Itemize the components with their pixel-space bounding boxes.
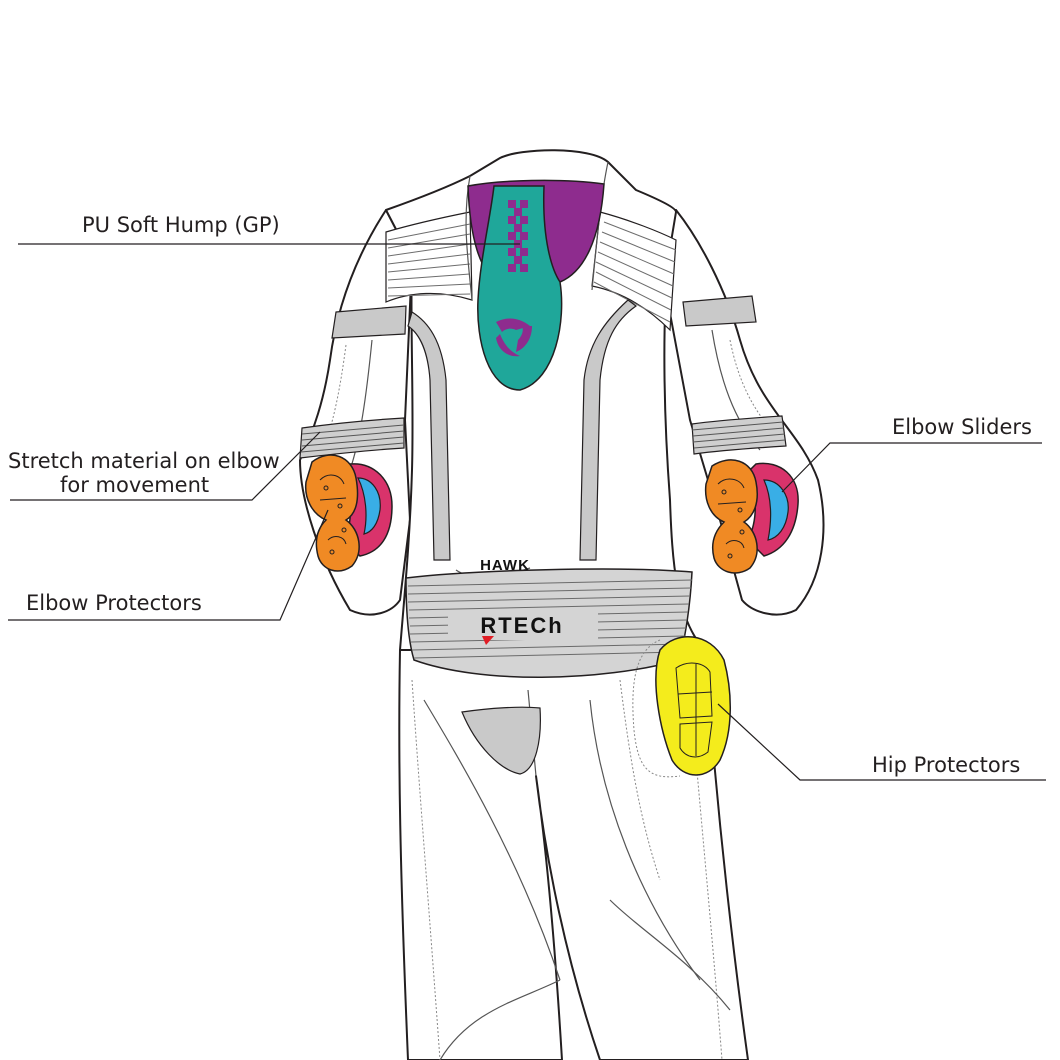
pu-soft-hump [467, 179, 605, 391]
leader-elbow-sliders [781, 442, 1042, 493]
label-hip-protectors: Hip Protectors [872, 753, 1020, 777]
label-stretch-material-line2: for movement [60, 473, 209, 497]
elbow-stretch-right [691, 415, 787, 455]
leader-lines [8, 243, 1046, 781]
seat-panel [461, 706, 541, 775]
hip-protector [632, 636, 732, 778]
label-elbow-protectors: Elbow Protectors [26, 591, 202, 615]
leader-hip-protectors [717, 703, 1046, 781]
label-stretch-material-line1: Stretch material on elbow [8, 449, 280, 473]
elbow-protector-left [304, 454, 360, 572]
logo-accent [482, 636, 494, 645]
label-elbow-sliders: Elbow Sliders [892, 415, 1032, 439]
model-name: HAWK [480, 557, 530, 574]
leader-elbow-protectors [8, 509, 329, 621]
elbow-protector-right [704, 459, 758, 574]
label-pu-soft-hump: PU Soft Hump (GP) [82, 213, 280, 237]
waist-stretch-band [405, 568, 693, 678]
hump-emblem [496, 318, 532, 357]
leader-stretch [10, 431, 321, 501]
elbow-slider-right [745, 462, 799, 557]
torso [385, 149, 706, 651]
brand-logo: RTECh [480, 613, 563, 638]
